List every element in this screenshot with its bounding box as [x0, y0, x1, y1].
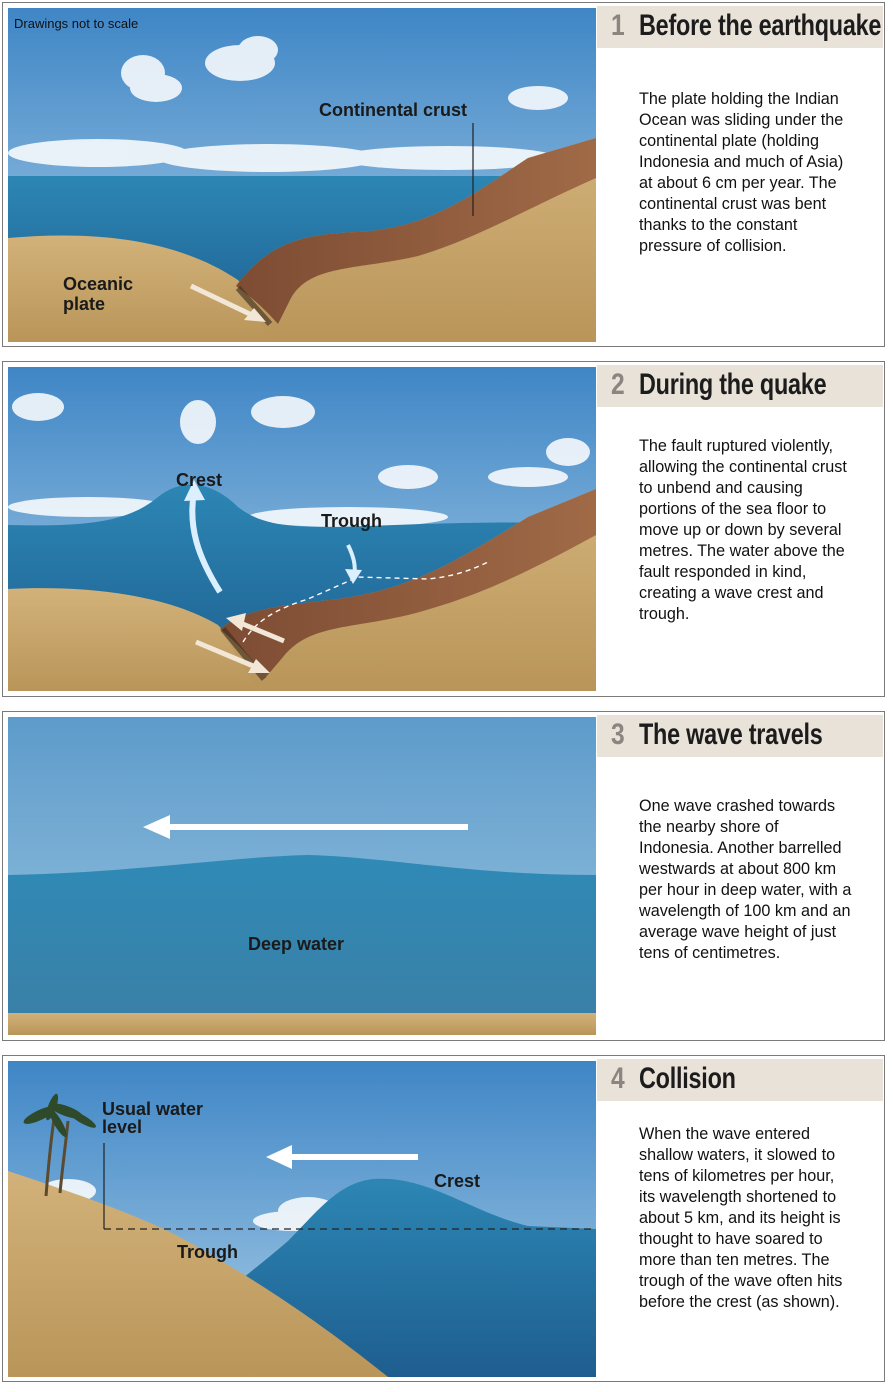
panel-description: The fault ruptured violently, allowing t…	[639, 437, 847, 623]
plate-motion-arrow	[189, 283, 256, 319]
label-usual-water-level-line1: Usual water	[102, 1099, 203, 1119]
panel-description: When the wave entered shallow waters, it…	[639, 1125, 843, 1311]
clouds	[8, 36, 568, 172]
panel-title: Before the earthquake	[639, 9, 882, 42]
label-deep-water: Deep water	[248, 934, 344, 954]
continental-crust-layer	[236, 138, 596, 324]
coastal-slope	[8, 1171, 388, 1377]
illustration-wave-travels: Deep water	[8, 717, 596, 1035]
panel-before-earthquake: Continental crust Oceanic plate Drawings…	[2, 2, 885, 347]
panel-title: Collision	[639, 1062, 736, 1095]
step-number: 2	[611, 368, 625, 401]
panel-header: 1 Before the earthquake	[597, 6, 883, 48]
panel-header: 2 During the quake	[597, 365, 883, 407]
step-number: 4	[611, 1062, 625, 1095]
label-usual-water-level-line2: level	[102, 1117, 142, 1137]
illustration-collision: Usual water level Crest Trough	[8, 1061, 596, 1377]
label-oceanic-plate-line2: plate	[63, 294, 105, 314]
label-crest: Crest	[176, 470, 222, 490]
oceanic-plate	[8, 235, 270, 342]
label-trough: Trough	[321, 511, 382, 531]
panel-header: 3 The wave travels	[597, 715, 883, 757]
step-number: 3	[611, 718, 625, 751]
sea-floor	[8, 1013, 596, 1035]
plate-motion-arrow	[195, 639, 259, 671]
panel-title: During the quake	[639, 368, 827, 401]
illustration-before-earthquake: Continental crust Oceanic plate Drawings…	[8, 8, 596, 342]
panel-description: The plate holding the Indian Ocean was s…	[639, 90, 844, 255]
label-continental-crust: Continental crust	[319, 100, 467, 120]
clouds	[8, 393, 590, 527]
palm-tree-icon	[23, 1093, 96, 1197]
illustration-during-quake: Crest Trough	[8, 367, 596, 691]
panel-title: The wave travels	[639, 718, 823, 751]
deep-water	[8, 855, 596, 1035]
step-number: 1	[611, 9, 625, 42]
crust-unbend-arrow	[237, 619, 285, 644]
panel-header: 4 Collision	[597, 1059, 883, 1101]
scale-note: Drawings not to scale	[14, 16, 138, 31]
label-crest: Crest	[434, 1171, 480, 1191]
label-trough: Trough	[177, 1242, 238, 1262]
label-oceanic-plate-line1: Oceanic	[63, 274, 133, 294]
panel-during-quake: Crest Trough 2 During the quake The faul…	[2, 361, 885, 697]
panel-collision: Usual water level Crest Trough 4 Collisi…	[2, 1055, 885, 1382]
crest-rise-arrow	[189, 491, 223, 594]
panel-description: One wave crashed towards the nearby shor…	[639, 797, 852, 962]
continental-crust-layer	[220, 489, 596, 677]
panel-wave-travels: Deep water 3 The wave travels One wave c…	[2, 711, 885, 1041]
